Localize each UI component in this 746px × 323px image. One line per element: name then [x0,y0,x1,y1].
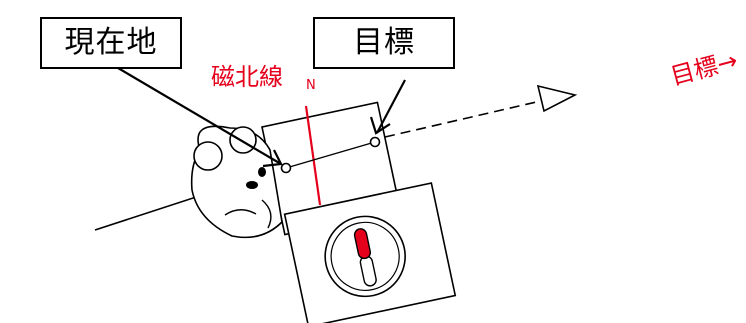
compass [261,101,457,323]
north-marker: N [306,78,316,93]
current-location-pointer-head [262,149,283,168]
target-label: 目標 [313,17,455,69]
target-pointer-head [369,116,391,135]
current-location-point [280,162,292,174]
compass-needle-north [353,228,372,260]
bear-character [190,125,283,239]
sighting-line-dashed [384,99,546,138]
current-location-label: 現在地 [40,17,182,69]
magnetic-north-line [304,105,322,206]
direction-arrowhead [536,84,578,113]
magnetic-north-line-label: 磁北線 [211,63,283,91]
target-point [369,136,381,148]
sighting-line-on-compass [285,141,376,169]
current-location-pointer [117,67,282,165]
target-pointer [376,79,406,134]
